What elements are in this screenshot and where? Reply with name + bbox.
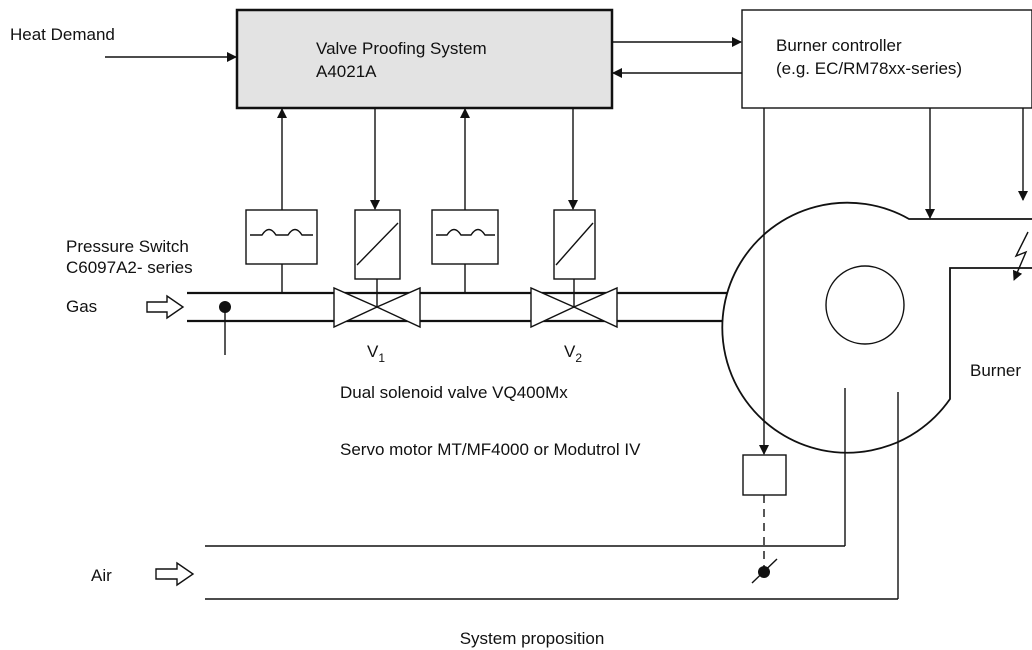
valve-2-subscript: 2 [575, 351, 582, 365]
burner-controller-model: (e.g. EC/RM78xx-series) [776, 59, 962, 78]
valve-1-letter: V [367, 342, 379, 361]
vps-model: A4021A [316, 62, 377, 81]
pressure-switch-model: C6097A2- series [66, 258, 193, 277]
valve-2-label: V2 [564, 342, 582, 365]
diagram-caption: System proposition [460, 629, 605, 648]
pressure-switch-2-symbol [436, 228, 495, 236]
servo-motor-label: Servo motor MT/MF4000 or Modutrol IV [340, 440, 641, 459]
solenoid-2-slash [555, 222, 594, 266]
vps-title: Valve Proofing System [316, 39, 487, 58]
burner-fan [825, 265, 905, 345]
gas-inlet-arrow [146, 294, 185, 320]
air-label: Air [91, 566, 112, 585]
heat-demand-label: Heat Demand [10, 25, 115, 44]
valve-1-label: V1 [367, 342, 385, 365]
pressure-switch-1 [245, 209, 318, 265]
dual-valve-label: Dual solenoid valve VQ400Mx [340, 383, 568, 402]
valve-2-letter: V [564, 342, 576, 361]
air-inlet-arrow [155, 561, 195, 587]
solenoid-1-slash [356, 222, 399, 266]
ignition-spark-icon [1012, 231, 1029, 281]
burner-controller-title: Burner controller [776, 36, 902, 55]
burner-controller-box [741, 9, 1032, 109]
valve-1-subscript: 1 [378, 351, 385, 365]
servo-motor [742, 454, 787, 496]
pressure-switch-title: Pressure Switch [66, 237, 189, 256]
valve-1-body [333, 286, 421, 329]
valve-2-body [530, 286, 618, 329]
gas-label: Gas [66, 297, 97, 316]
pressure-switch-1-symbol [250, 228, 313, 236]
air-damper-blade [751, 558, 778, 584]
valve-proofing-system-box [235, 8, 614, 110]
burner-label: Burner [970, 361, 1021, 380]
pressure-switch-2 [431, 209, 499, 265]
